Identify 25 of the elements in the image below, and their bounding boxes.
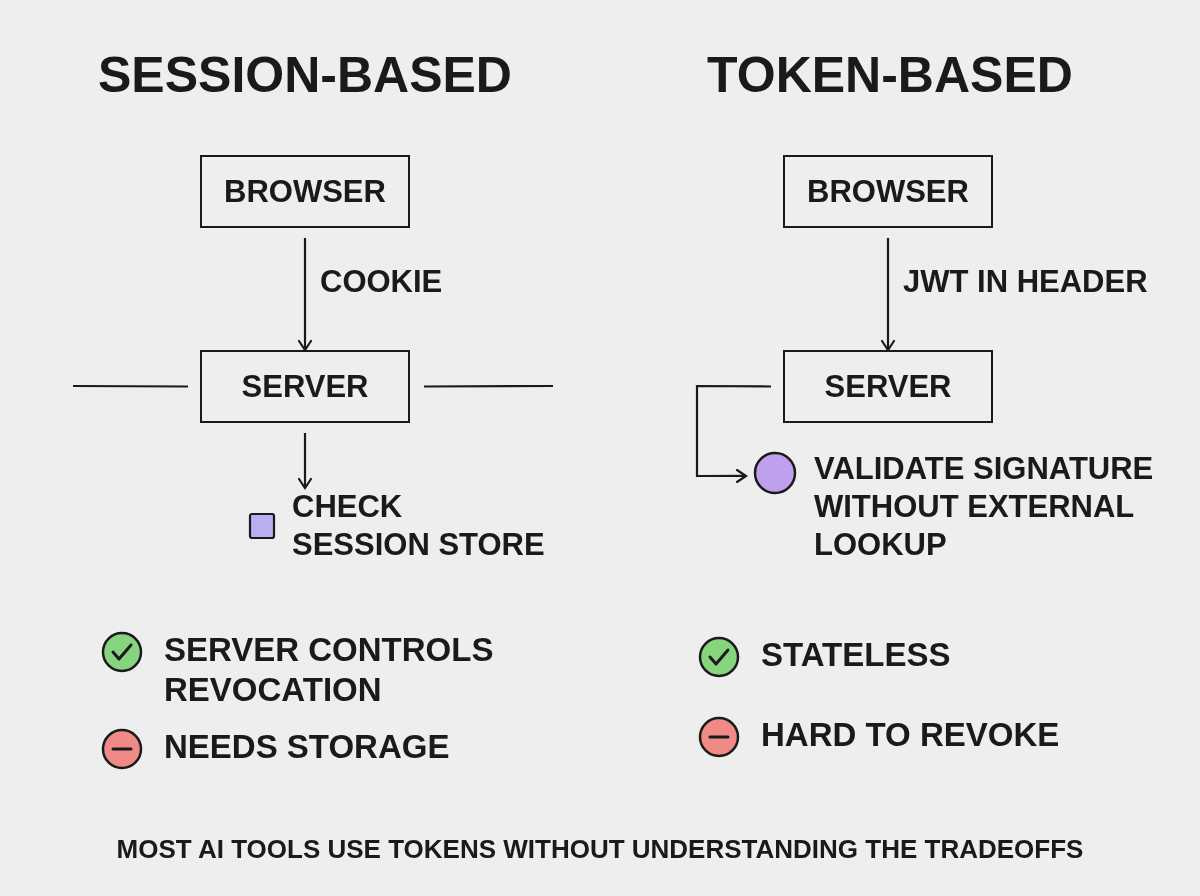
con-text: HARD TO REVOKE	[761, 715, 1060, 755]
connector-line	[73, 384, 188, 388]
node-label: SERVER	[824, 367, 952, 406]
arrow	[297, 433, 313, 490]
pro-text: SERVER CONTROLS REVOCATION	[164, 630, 495, 710]
con-text: NEEDS STORAGE	[164, 727, 450, 767]
section-heading: SESSION-BASED	[97, 50, 513, 100]
process-box	[200, 350, 410, 423]
node-label: BROWSER	[807, 172, 969, 211]
caption: MOST AI TOOLS USE TOKENS WITHOUT UNDERSTANDING THE TRADEOFFS	[115, 836, 1085, 862]
process-box	[783, 350, 993, 423]
step-text: CHECK SESSION STORE	[292, 488, 546, 564]
process-box	[783, 155, 993, 228]
pro-text: STATELESS	[761, 635, 951, 675]
node-label: SERVER	[241, 367, 369, 406]
arrow	[880, 238, 896, 352]
edge-label: JWT IN HEADER	[903, 266, 1148, 297]
connector-line	[424, 384, 553, 388]
section-heading: TOKEN-BASED	[706, 50, 1074, 100]
process-box	[200, 155, 410, 228]
edge-label: COOKIE	[320, 266, 443, 297]
arrow	[695, 384, 771, 484]
step-text: VALIDATE SIGNATURE WITHOUT EXTERNAL LOOKUP	[814, 450, 1155, 564]
node-label: BROWSER	[224, 172, 386, 211]
arrow	[297, 238, 313, 352]
